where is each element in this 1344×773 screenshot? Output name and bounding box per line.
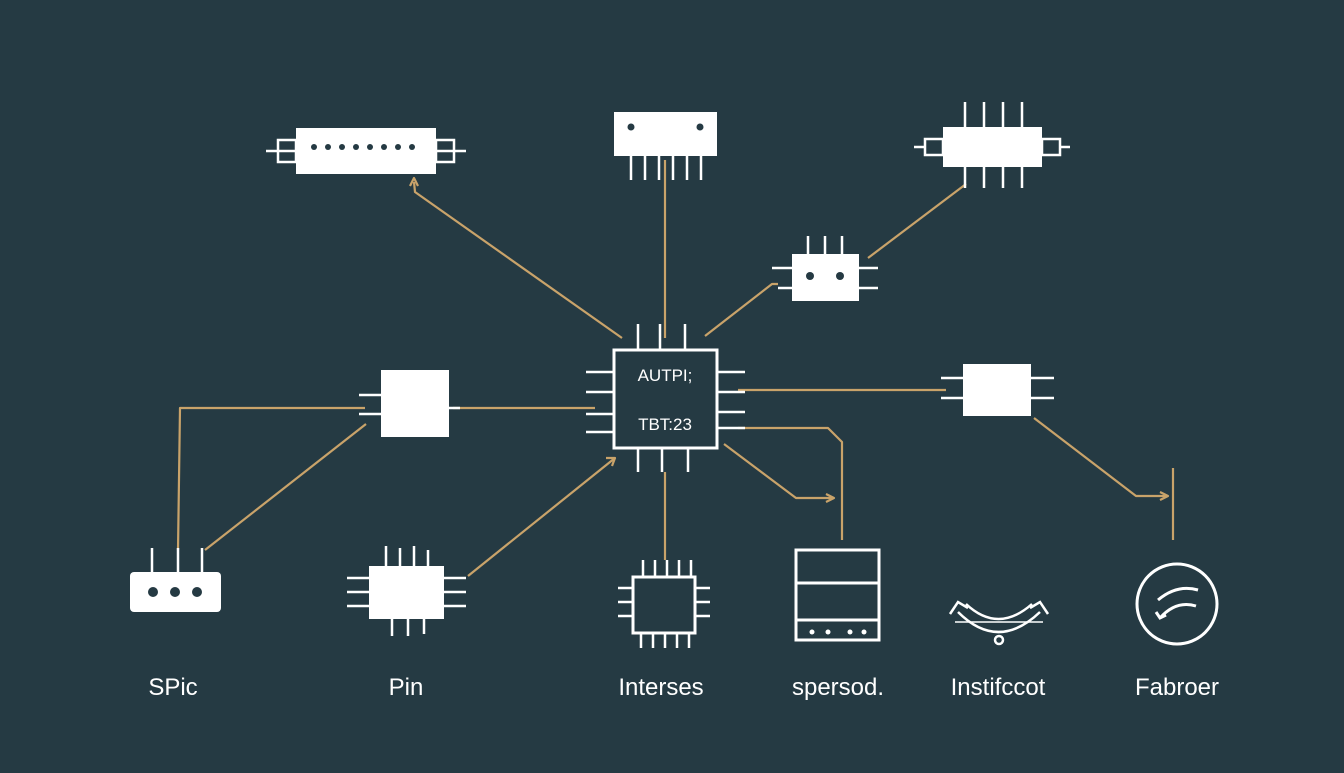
arrow-pin xyxy=(606,456,617,467)
label-fabroer: Fabroer xyxy=(1135,674,1219,701)
intersect-chip xyxy=(618,560,710,648)
label-spic: SPic xyxy=(148,674,197,701)
spic-component xyxy=(130,548,221,612)
arrow-fabroer xyxy=(1159,491,1170,501)
trace-top-left xyxy=(412,181,623,339)
top-right-chip xyxy=(914,102,1070,188)
label-instifccot: Instifccot xyxy=(951,674,1046,701)
central-chip xyxy=(586,324,745,472)
chip-label-line1: AUTPI; xyxy=(638,366,693,385)
left-square-box xyxy=(359,370,460,437)
trace-fabroer xyxy=(1033,417,1166,498)
right-small-box xyxy=(941,364,1054,416)
instifccot-connector xyxy=(948,600,1050,646)
upper-right-small-chip xyxy=(772,236,878,301)
trace-spic-outer xyxy=(176,406,365,551)
top-left-resistor xyxy=(266,128,466,174)
trace-spersod xyxy=(738,426,844,540)
trace-top-right xyxy=(867,183,967,259)
label-interses: Interses xyxy=(618,674,703,701)
traces xyxy=(176,160,1175,577)
label-pin: Pin xyxy=(389,674,424,701)
pin-component xyxy=(347,546,466,636)
arrow-chip-diagonal xyxy=(825,493,836,503)
trace-upper-right xyxy=(704,282,778,337)
spersod-display xyxy=(794,548,881,642)
trace-chip-diagonal xyxy=(723,443,834,500)
chip-label-line2: TBT:23 xyxy=(638,415,692,434)
arrow-top-left xyxy=(409,176,419,187)
fabroer-icon xyxy=(1135,562,1219,646)
top-center-component xyxy=(614,112,717,180)
trace-pin xyxy=(467,457,616,577)
trace-spic-inner xyxy=(204,423,367,551)
label-spersod: spersod. xyxy=(792,674,884,701)
